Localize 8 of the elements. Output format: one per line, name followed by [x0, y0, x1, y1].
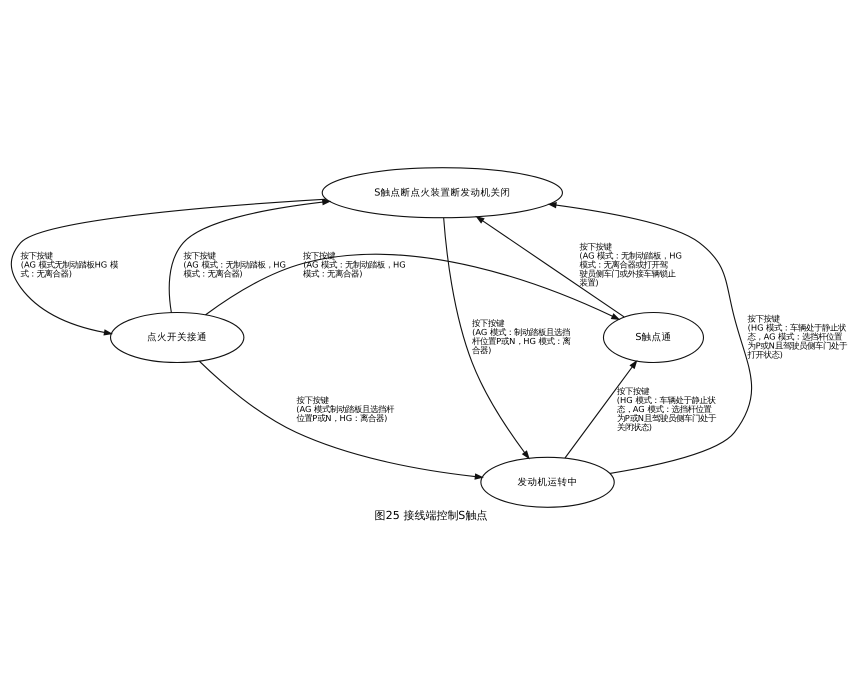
caption: 图25 接线端控制S触点 — [374, 508, 488, 522]
edge-label: 按下按键(AG 模式无制动踏板HG 模式：无离合器) — [20, 250, 118, 278]
edge-label: 按下按键(HG 模式：车辆处于静止状态，AG 模式：选挡杆位置为P或N且驾驶员侧车门处于打开状态) — [748, 314, 847, 360]
edge-label: 按下按键(AG 模式：制动踏板且选挡杆位置P或N，HG 模式：离合器) — [472, 318, 571, 356]
edge-label: 按下按键(AG 模式制动踏板且选挡杆位置P或N，HG：离合器) — [296, 395, 394, 424]
edge-label: 按下按键(HG 模式：车辆处于静止状态，AG 模式：选挡杆位置为P或N且驾驶员侧车门处于关闭状态) — [616, 386, 716, 432]
edge-label: 按下按键(AG 模式：无制动踏板，HG 模式：无离合器) — [183, 250, 286, 278]
edge-label: 按下按键(AG 模式：无制动踏板，HG 模式：无离合器或打开驾驶员侧车门或外接车辆锁止装置) — [579, 241, 682, 288]
